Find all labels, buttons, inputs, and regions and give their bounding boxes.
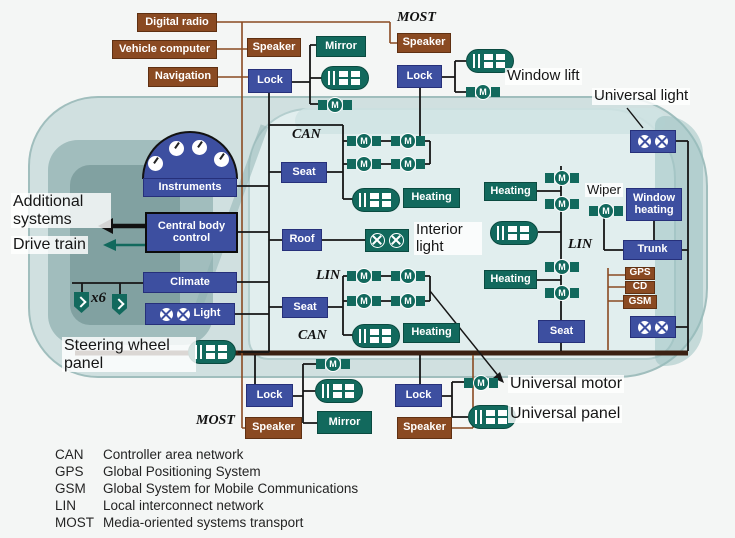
- panel-icon: [352, 188, 400, 212]
- motor-icon: M: [391, 268, 425, 284]
- motor-icon: M: [545, 196, 579, 212]
- node-roof: Roof: [282, 229, 322, 251]
- motor-icon: M: [391, 133, 425, 149]
- bus-label-can-middle: CAN: [298, 328, 327, 343]
- motor-icon: M: [316, 356, 350, 372]
- node-gps: GPS: [625, 267, 655, 280]
- motor-icon: M: [464, 375, 498, 391]
- gauge-icon: [192, 140, 207, 155]
- annotation-universal-light: Universal light: [592, 87, 691, 105]
- node-digital-radio: Digital radio: [137, 13, 217, 32]
- node-heating: Heating: [403, 188, 460, 208]
- node-trunk: Trunk: [623, 240, 682, 260]
- node-heating: Heating: [484, 182, 537, 201]
- panel-icon: [315, 379, 363, 403]
- annotation-additional-systems: Additional systems: [11, 193, 111, 229]
- annotation-universal-motor: Universal motor: [508, 375, 625, 393]
- universal-light-icon: [630, 316, 676, 338]
- node-seat: Seat: [282, 297, 328, 318]
- node-vehicle-computer: Vehicle computer: [112, 40, 217, 59]
- panel-icon: [352, 324, 400, 348]
- power-arrow-icon: [74, 292, 89, 313]
- interior-light-icon: [365, 229, 409, 252]
- car-roof: [295, 108, 665, 134]
- bulb-icon: [176, 307, 190, 321]
- node-seat: Seat: [538, 320, 585, 343]
- annotation-universal-panel: Universal panel: [508, 405, 623, 423]
- motor-icon: M: [589, 203, 623, 219]
- motor-icon: M: [545, 285, 579, 301]
- bus-label-most-bottom: MOST: [196, 413, 235, 428]
- bulb-icon: [159, 307, 173, 321]
- annotation-steering-wheel-panel: Steering wheel panel: [62, 337, 196, 373]
- motor-icon: M: [318, 97, 352, 113]
- node-heating: Heating: [403, 323, 460, 343]
- bus-label-can-top: CAN: [292, 127, 321, 142]
- node-lock: Lock: [397, 65, 442, 88]
- motor-icon: M: [347, 293, 381, 309]
- panel-icon: [188, 340, 236, 364]
- motor-icon: M: [545, 259, 579, 275]
- gauge-icon: [214, 152, 229, 167]
- motor-icon: M: [347, 133, 381, 149]
- motor-icon: M: [391, 293, 425, 309]
- node-lock: Lock: [248, 69, 292, 93]
- node-window-heating: Window heating: [626, 188, 682, 221]
- motor-icon: M: [391, 156, 425, 172]
- motor-icon: M: [347, 156, 381, 172]
- node-light: Light: [145, 303, 235, 325]
- bus-label-most-top: MOST: [397, 10, 436, 25]
- annotation-drive-train: Drive train: [11, 236, 88, 254]
- node-seat: Seat: [281, 162, 327, 183]
- node-speaker: Speaker: [247, 38, 301, 57]
- node-gsm: GSM: [623, 295, 657, 309]
- node-lock: Lock: [246, 384, 293, 407]
- node-speaker: Speaker: [397, 33, 451, 53]
- gauge-icon: [148, 156, 163, 171]
- node-climate: Climate: [143, 272, 237, 293]
- gauge-icon: [169, 141, 184, 156]
- panel-icon: [466, 49, 514, 73]
- annotation-wiper: Wiper: [585, 182, 623, 198]
- node-light-label: Light: [193, 307, 221, 320]
- node-mirror: Mirror: [316, 36, 366, 57]
- node-navigation: Navigation: [148, 67, 218, 87]
- panel-icon: [490, 221, 538, 245]
- motor-icon: M: [347, 268, 381, 284]
- motor-icon: M: [466, 84, 500, 100]
- node-lock: Lock: [395, 384, 442, 407]
- motor-icon: M: [545, 170, 579, 186]
- universal-light-icon: [630, 130, 676, 153]
- bus-label-lin-middle: LIN: [316, 268, 341, 283]
- annotation-window-lift: Window lift: [505, 67, 582, 85]
- bus-label-lin-right: LIN: [568, 237, 593, 252]
- node-central-body-control: Central body control: [145, 212, 238, 253]
- power-arrow-icon: [112, 294, 127, 315]
- annotation-interior-light: Interior light: [414, 221, 482, 255]
- node-heating: Heating: [484, 270, 537, 289]
- node-speaker: Speaker: [397, 417, 452, 439]
- node-mirror: Mirror: [317, 411, 372, 434]
- panel-icon: [321, 66, 369, 90]
- node-instruments: Instruments: [143, 178, 237, 197]
- node-cd: CD: [625, 281, 655, 294]
- annotation-x6: x6: [91, 290, 106, 306]
- node-speaker: Speaker: [245, 417, 302, 439]
